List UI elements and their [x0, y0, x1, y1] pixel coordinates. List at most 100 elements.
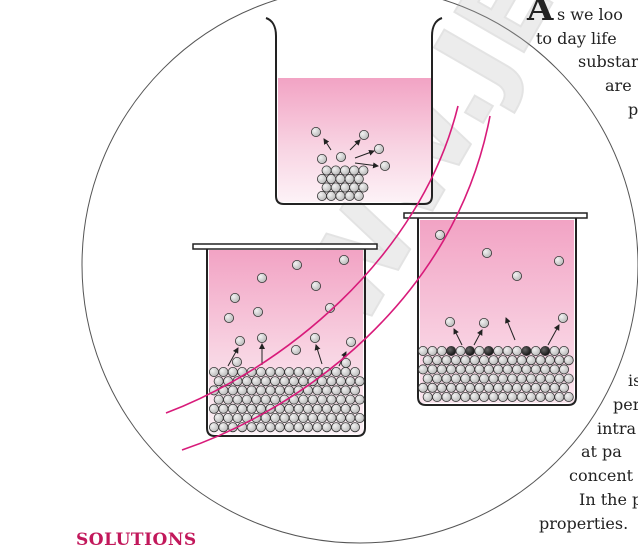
solute-particle [232, 394, 243, 405]
solute-particle [345, 376, 356, 387]
solute-particle [479, 355, 490, 366]
solute-particle [474, 345, 485, 356]
solute-particle [331, 403, 342, 414]
solute-particle [335, 173, 346, 184]
solute-particle [358, 182, 369, 193]
solute-particle [358, 165, 369, 176]
solute-particle [234, 335, 245, 346]
solute-particle [274, 366, 285, 377]
solute-particle [255, 385, 266, 396]
solute-particle [450, 373, 461, 384]
solute-particle [455, 345, 466, 356]
motion-arrow [349, 139, 361, 151]
solute-particle [218, 422, 229, 433]
solute-particle-dark [446, 345, 457, 356]
solute-particle [274, 422, 285, 433]
solute-particle [512, 364, 523, 375]
solute-particle [293, 403, 304, 414]
solute-particle-dark [464, 345, 475, 356]
solute-particle [450, 391, 461, 402]
solute-particle [444, 316, 455, 327]
solute-particle [246, 403, 257, 414]
solute-particle [535, 373, 546, 384]
solute-particle [540, 364, 551, 375]
motion-arrow [505, 317, 516, 341]
solute-particle [255, 422, 266, 433]
solute-particle [479, 373, 490, 384]
solute-particle [213, 376, 224, 387]
solute-particle [353, 173, 364, 184]
text-line-4: are [605, 76, 632, 95]
solute-particle [559, 364, 570, 375]
left-beaker-particles [208, 254, 365, 433]
solute-particle [478, 317, 489, 328]
solute-particle [483, 382, 494, 393]
solute-particle [554, 355, 565, 366]
solute-particle [427, 382, 438, 393]
solute-particle [326, 173, 337, 184]
solute-particle [481, 247, 492, 258]
solute-particle [488, 373, 499, 384]
solute-particle [326, 190, 337, 201]
solute-particle [284, 385, 295, 396]
solute-particle [321, 165, 332, 176]
motion-arrow [314, 344, 323, 365]
motion-arrow [354, 162, 379, 169]
solute-particle [464, 382, 475, 393]
solute-particle [464, 364, 475, 375]
solute-particle [227, 385, 238, 396]
solute-particle [312, 403, 323, 414]
solute-particle [302, 422, 313, 433]
solute-particle [260, 394, 271, 405]
solute-particle [483, 364, 494, 375]
solute-particle [339, 182, 350, 193]
solute-particle [331, 366, 342, 377]
solute-particle [516, 373, 527, 384]
solute-particle [512, 345, 523, 356]
text-line-6: is [628, 371, 638, 390]
solute-particle [208, 366, 219, 377]
drop-cap: A [526, 0, 554, 29]
solute-particle [493, 382, 504, 393]
solute-particle [335, 151, 346, 162]
solute-particle [256, 272, 267, 283]
solute-particle [231, 356, 242, 367]
text-line-11: In the p [579, 490, 638, 509]
solute-particle [373, 143, 384, 154]
solute-particle [530, 382, 541, 393]
solute-particle [563, 355, 574, 366]
solute-particle [270, 412, 281, 423]
solute-particle [208, 422, 219, 433]
solute-particle [340, 403, 351, 414]
solute-particle [335, 190, 346, 201]
solute-particle [316, 153, 327, 164]
solute-particle [335, 394, 346, 405]
solute-particle [460, 355, 471, 366]
text-line-8: intra [597, 419, 637, 438]
solute-particle [241, 394, 252, 405]
solute-particle [252, 306, 263, 317]
solute-particle [379, 160, 390, 171]
solute-particle [349, 366, 360, 377]
solute-particle [237, 403, 248, 414]
solute-particle [353, 190, 364, 201]
solute-particle [317, 412, 328, 423]
solute-particle [554, 255, 565, 266]
solute-particle [255, 403, 266, 414]
solute-particle [307, 412, 318, 423]
solute-particle [441, 391, 452, 402]
solute-particle [469, 373, 480, 384]
boundary-curve-2 [181, 115, 491, 451]
solute-particle [223, 394, 234, 405]
solute-particle [493, 364, 504, 375]
solute-particle [309, 332, 320, 343]
solute-particle [554, 373, 565, 384]
solute-particle [302, 403, 313, 414]
solute-particle [290, 344, 301, 355]
solute-particle [310, 280, 321, 291]
solute-particle [544, 373, 555, 384]
solute-particle [241, 376, 252, 387]
solute-particle [427, 364, 438, 375]
solute-particle [340, 422, 351, 433]
